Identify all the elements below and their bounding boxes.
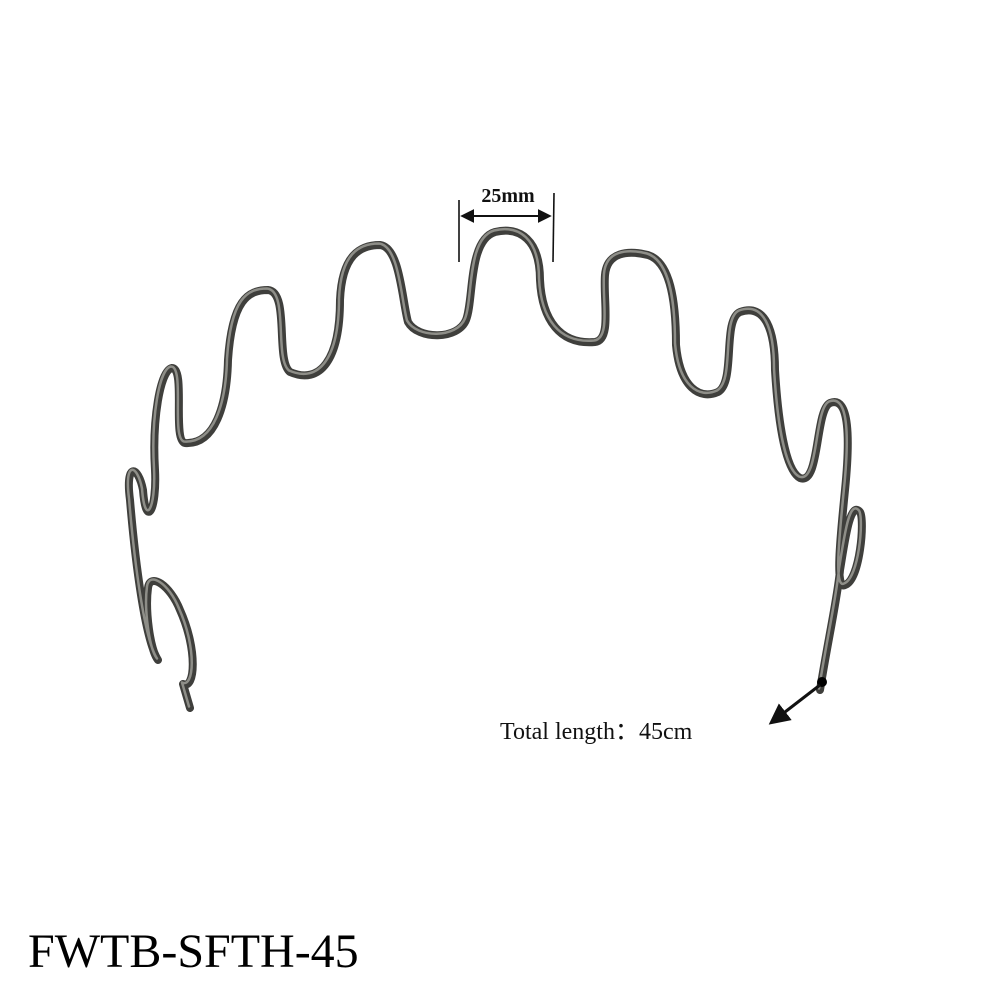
pitch-label: 25mm [481, 185, 535, 207]
model-code: FWTB-SFTH-45 [28, 925, 359, 978]
total-length-label: Total length： [500, 719, 639, 745]
dimension-tick-right [552, 192, 555, 263]
length-pointer [768, 677, 827, 725]
pitch-dimension [458, 192, 555, 263]
spring-wire [124, 226, 866, 712]
total-length-text: Total length：45cm [500, 717, 692, 747]
total-length-value: 45cm [638, 719, 693, 745]
pointer-arrow-icon [768, 683, 821, 725]
